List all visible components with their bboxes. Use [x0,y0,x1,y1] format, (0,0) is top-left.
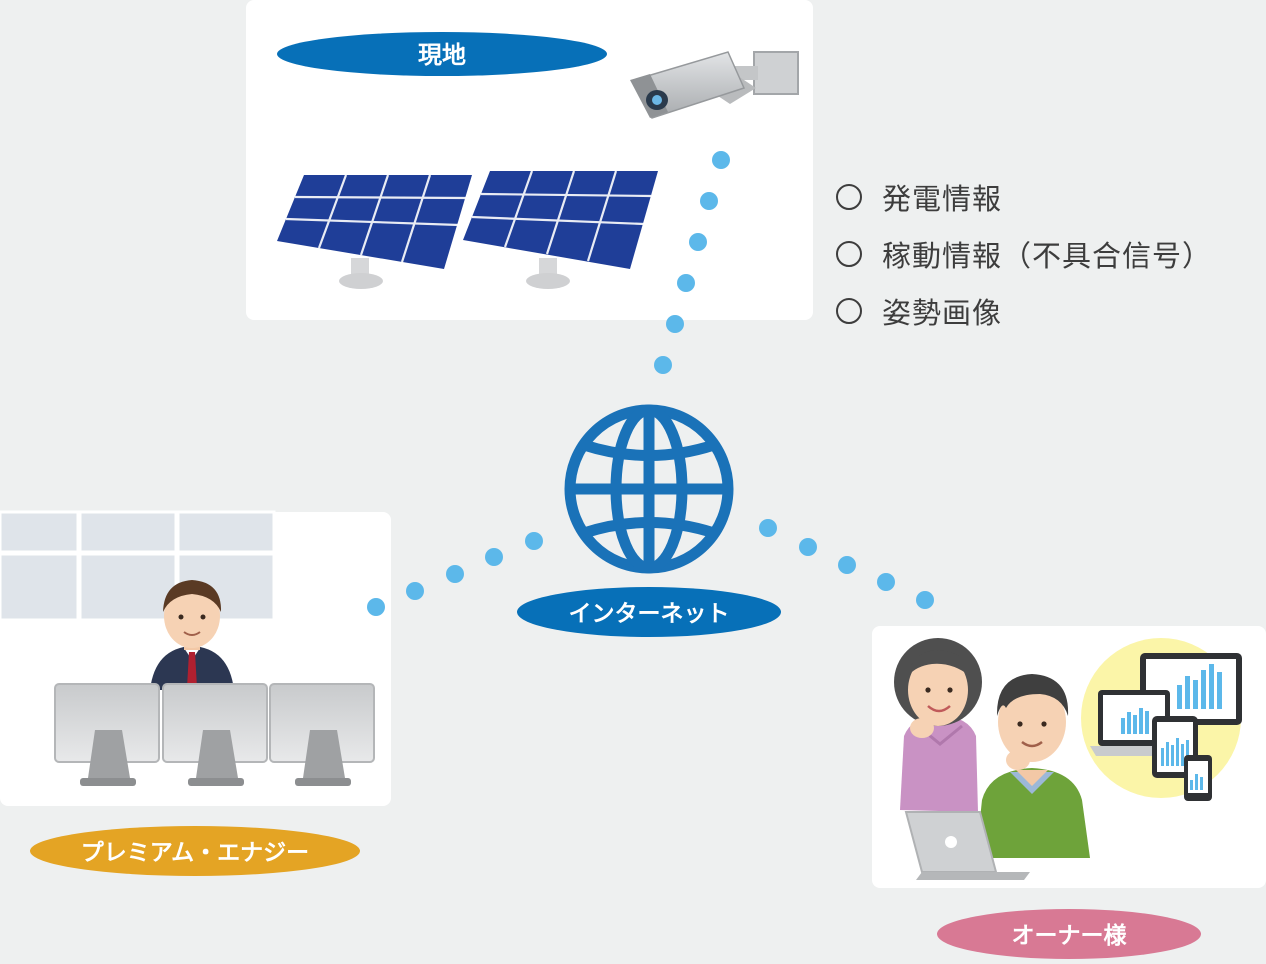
connector-site-internet [654,151,730,374]
globe-icon [564,404,734,574]
owner-label: オーナー様 [1012,922,1128,949]
monitoring-devices-icon [1081,638,1242,801]
internet-label-pill: インターネット [517,587,781,637]
operator-at-monitors-icon [0,510,375,786]
circle-bullet-icon [836,297,862,324]
transmitted-data-list: 発電情報 稼動情報（不具合信号） 姿勢画像 [836,168,1256,339]
data-item-label: 姿勢画像 [882,295,1003,330]
surveillance-camera-icon [630,51,799,119]
data-item-label: 稼動情報（不具合信号） [882,238,1213,273]
company-label: プレミアム・エナジー [81,840,309,866]
circle-bullet-icon [836,240,862,267]
connector-internet-owner [759,519,934,609]
solar-panel-icon [277,174,472,289]
internet-label: インターネット [569,601,730,627]
owners-with-laptop-icon [894,638,1090,880]
site-label: 現地 [418,41,466,69]
company-label-pill: プレミアム・エナジー [30,826,360,876]
site-label-pill: 現地 [277,32,607,76]
owner-label-pill: オーナー様 [937,909,1201,959]
data-item-operation: 稼動情報（不具合信号） [836,225,1256,282]
circle-bullet-icon [836,183,862,210]
solar-panel-icon [463,170,658,289]
connector-internet-company [367,532,543,616]
data-item-generation: 発電情報 [836,168,1256,225]
data-item-posture-image: 姿勢画像 [836,282,1256,339]
data-item-label: 発電情報 [882,181,1003,216]
